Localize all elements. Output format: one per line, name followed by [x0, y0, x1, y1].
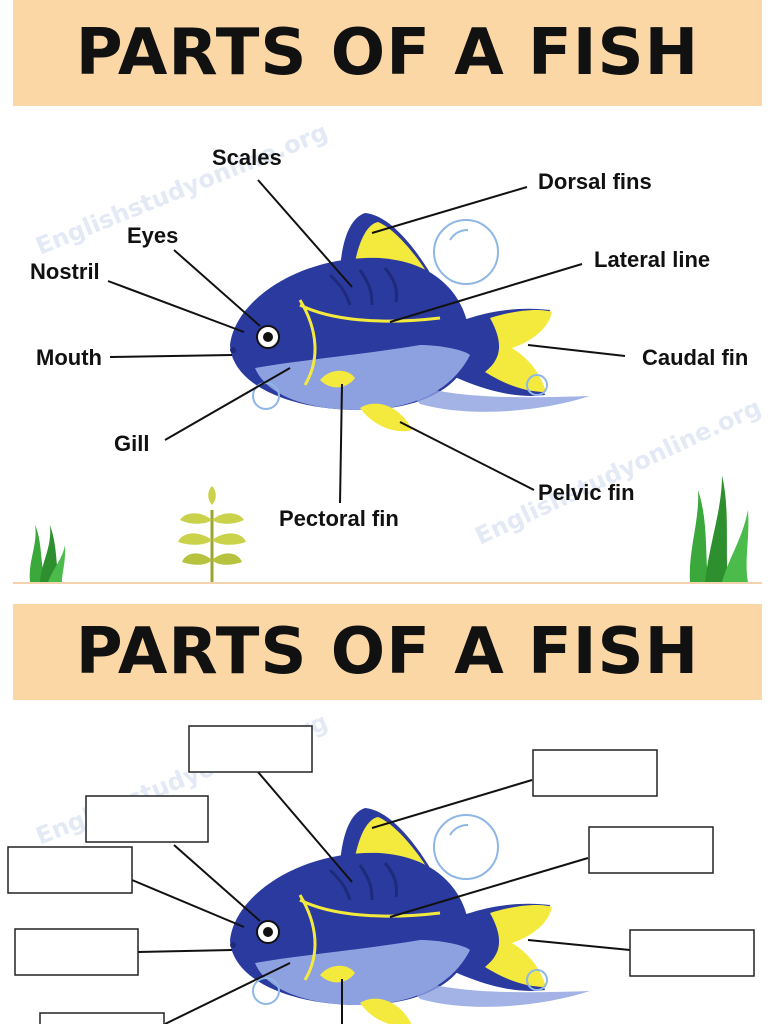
label-nostril: Nostril [30, 259, 100, 284]
label-mouth: Mouth [36, 345, 102, 370]
label-dorsal-fins: Dorsal fins [538, 169, 652, 194]
answer-box-eyes[interactable] [85, 795, 209, 843]
seaweed-center [178, 486, 246, 582]
answer-box-scales[interactable] [188, 725, 313, 773]
worksheet-title: PARTS OF A FISH [75, 615, 700, 689]
label-eyes: Eyes [127, 223, 178, 248]
seaweed-right [689, 475, 749, 582]
answer-box-gill[interactable] [39, 1012, 165, 1024]
fish-illustration-top [228, 211, 592, 433]
answer-box-mouth[interactable] [14, 928, 139, 976]
label-lateral-line: Lateral line [594, 247, 710, 272]
answer-box-caudal-fin[interactable] [629, 929, 755, 977]
answer-box-nostril[interactable] [7, 846, 133, 894]
title-banner-top: PARTS OF A FISH [13, 0, 762, 106]
label-scales: Scales [212, 145, 282, 170]
fish-illustration-bottom [228, 806, 592, 1024]
answer-box-lateral-line[interactable] [588, 826, 714, 874]
seaweed-left [29, 525, 66, 582]
page-title: PARTS OF A FISH [75, 16, 700, 90]
answer-box-dorsal-fins[interactable] [532, 749, 658, 797]
watermark-1: Englishstudyonline.org [32, 118, 332, 261]
label-pectoral-fin: Pectoral fin [279, 506, 399, 531]
label-gill: Gill [114, 431, 149, 456]
title-banner-bottom: PARTS OF A FISH [13, 604, 762, 700]
label-pelvic-fin: Pelvic fin [538, 480, 635, 505]
label-caudal-fin: Caudal fin [642, 345, 748, 370]
